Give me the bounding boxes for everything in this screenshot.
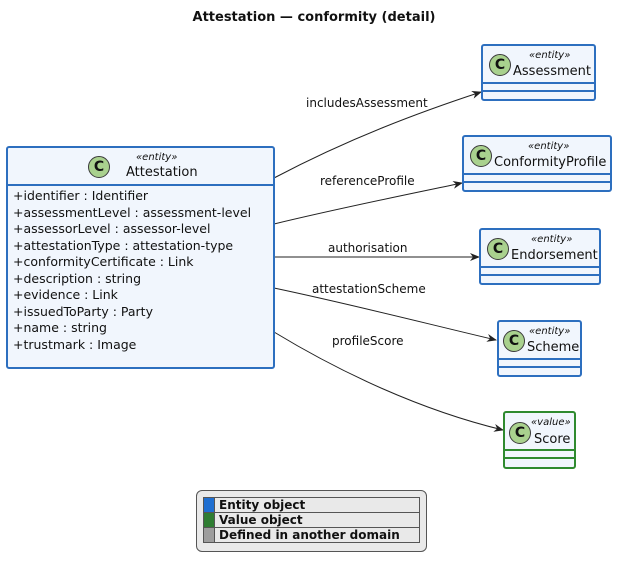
stereotype-label: «entity»	[529, 326, 571, 337]
class-name: Score	[534, 432, 571, 447]
edge-label-authorisation: authorisation	[328, 241, 408, 255]
edge-label-profile-score: profileScore	[332, 334, 404, 348]
class-icon: C	[470, 145, 492, 167]
legend-label-entity: Entity object	[214, 497, 420, 513]
legend-swatch-entity	[203, 497, 215, 513]
edge-label-includes-assessment: includesAssessment	[306, 96, 428, 110]
edge-profile-score	[273, 331, 504, 432]
class-icon: C	[88, 156, 110, 178]
edge-label-reference-profile: referenceProfile	[320, 174, 415, 188]
edge-includes-assessment	[273, 91, 482, 179]
class-icon: C	[489, 54, 511, 76]
attribute-description: +description : string	[13, 270, 142, 286]
attribute-name: +name : string	[13, 320, 107, 335]
class-attestation[interactable]: C «entity» Attestation +identifier : Ide…	[6, 146, 275, 369]
class-icon: C	[503, 330, 525, 352]
class-separator	[464, 173, 610, 175]
class-separator	[505, 457, 574, 459]
legend-table: Entity object Value object Defined in an…	[203, 497, 420, 543]
attribute-list: +identifier : Identifier +assessmentLeve…	[8, 186, 273, 355]
attribute-identifier: +identifier : Identifier	[13, 188, 149, 203]
stereotype-label: «entity»	[528, 141, 570, 152]
class-endorsement[interactable]: C «entity» Endorsement	[479, 228, 601, 285]
class-separator	[481, 266, 599, 268]
attribute-attestation-type: +attestationType : attestation-type	[13, 237, 234, 253]
stereotype-label: «entity»	[529, 50, 571, 61]
legend: Entity object Value object Defined in an…	[196, 490, 427, 552]
class-icon: C	[509, 422, 531, 444]
class-name: Attestation	[126, 165, 198, 180]
attribute-evidence: +evidence : Link	[13, 287, 118, 302]
attribute-issued-to-party: +issuedToParty : Party	[13, 303, 153, 319]
class-scheme[interactable]: C «entity» Scheme	[497, 320, 582, 377]
stereotype-label: «entity»	[531, 234, 573, 245]
attribute-assessment-level: +assessmentLevel : assessment-level	[13, 204, 252, 220]
legend-row-entity: Entity object	[203, 497, 420, 513]
edge-reference-profile	[273, 180, 463, 225]
class-name: Assessment	[513, 64, 591, 79]
legend-row-external: Defined in another domain	[203, 527, 420, 543]
legend-label-value: Value object	[214, 512, 420, 528]
attribute-conformity-certificate: +conformityCertificate : Link	[13, 254, 194, 269]
class-separator	[8, 184, 273, 186]
class-separator	[481, 274, 599, 276]
class-separator	[464, 181, 610, 183]
attribute-assessor-level: +assessorLevel : assessor-level	[13, 221, 211, 236]
class-separator	[483, 82, 594, 84]
class-name: Scheme	[527, 340, 580, 355]
class-assessment[interactable]: C «entity» Assessment	[481, 44, 596, 101]
stereotype-label: «entity»	[136, 152, 178, 163]
legend-swatch-value	[203, 512, 215, 528]
class-separator	[483, 90, 594, 92]
class-icon: C	[487, 238, 509, 260]
edge-label-attestation-scheme: attestationScheme	[312, 282, 426, 296]
attribute-trustmark: +trustmark : Image	[13, 336, 137, 352]
stereotype-label: «value»	[531, 417, 571, 428]
class-score[interactable]: C «value» Score	[503, 411, 576, 469]
diagram-title: Attestation — conformity (detail)	[192, 10, 436, 25]
legend-label-external: Defined in another domain	[214, 527, 420, 543]
class-separator	[499, 358, 580, 360]
class-name: ConformityProfile	[494, 155, 607, 170]
class-conformity-profile[interactable]: C «entity» ConformityProfile	[462, 135, 612, 192]
edge-attestation-scheme	[273, 287, 497, 342]
class-separator	[499, 366, 580, 368]
legend-row-value: Value object	[203, 512, 420, 528]
legend-swatch-external	[203, 527, 215, 543]
class-name: Endorsement	[511, 248, 598, 263]
class-separator	[505, 449, 574, 451]
